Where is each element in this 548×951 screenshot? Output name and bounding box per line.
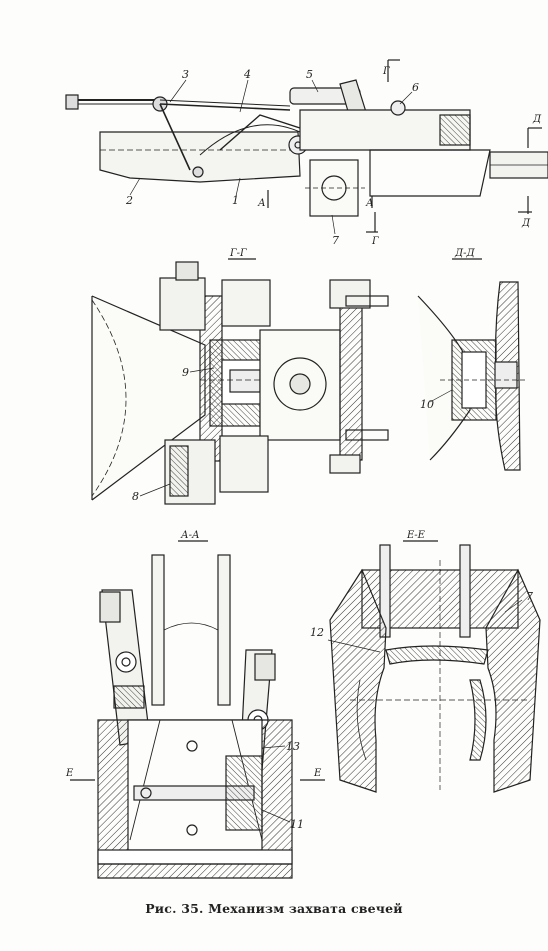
callout-10: 10: [420, 398, 434, 411]
section-g-g: [91, 258, 389, 505]
callout-13: 13: [286, 740, 300, 753]
section-a-a: [70, 540, 325, 879]
cut-mark-e-right: Е: [313, 768, 322, 779]
callout-7-section: 7: [526, 590, 533, 603]
section-e-e: [327, 540, 541, 793]
callout-7-top: 7: [332, 234, 339, 247]
callout-6: 6: [412, 81, 419, 94]
callout-8: 8: [132, 490, 139, 503]
callout-9: 9: [182, 366, 189, 379]
cut-mark-g-bottom: Г: [371, 236, 379, 247]
callout-11: 11: [290, 818, 304, 831]
section-label-e-e: Е-Е: [406, 530, 426, 541]
cut-mark-e-left: Е: [65, 768, 74, 779]
callout-12: 12: [310, 626, 324, 639]
section-label-d-d: Д-Д: [454, 248, 476, 259]
overall-view: [65, 59, 548, 235]
cut-mark-d-top: Д: [532, 114, 542, 125]
section-label-a-a: А-А: [180, 530, 200, 541]
callout-2: 2: [125, 194, 133, 207]
cut-mark-a-right: А: [365, 198, 374, 209]
cut-mark-d-bottom: Д: [521, 218, 531, 229]
section-d-d: [417, 258, 525, 471]
figure-caption: Рис. 35. Механизм захвата свечей: [145, 901, 403, 916]
callout-3: 3: [182, 68, 189, 81]
callout-1: 1: [232, 194, 239, 207]
callout-4: 4: [243, 68, 251, 81]
section-label-g-g: Г-Г: [229, 248, 247, 259]
cut-mark-a-left: А: [257, 198, 266, 209]
callout-5: 5: [306, 68, 313, 81]
cut-mark-g-top: Г: [382, 66, 390, 77]
